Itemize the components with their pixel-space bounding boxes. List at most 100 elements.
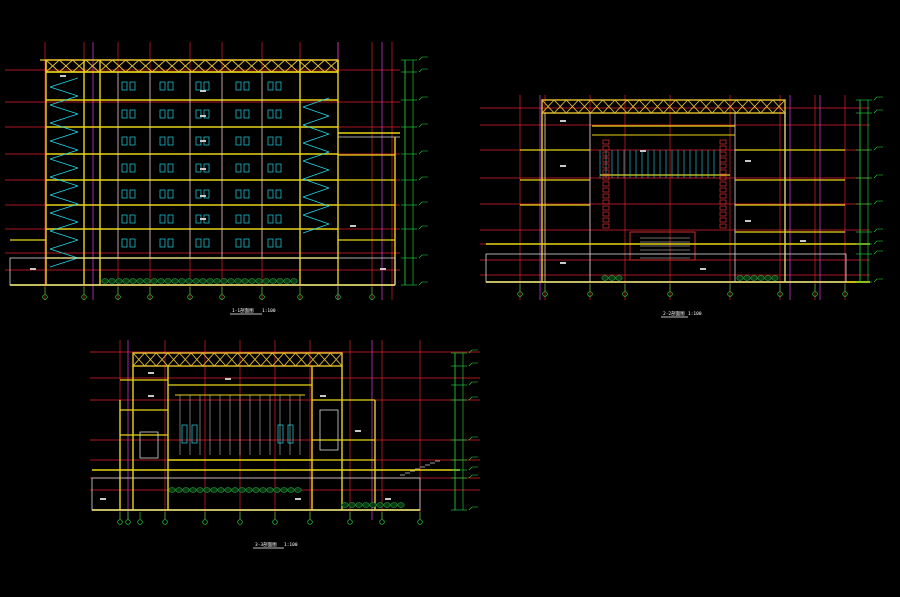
window [159,109,166,119]
window [159,163,166,173]
room-label-mark [560,262,566,264]
axis-bubble [297,294,303,300]
planting-shrub [269,278,277,284]
planting-shrub [213,278,221,284]
window [129,189,136,199]
planting-shrub [397,502,405,508]
planting-shrub [255,278,263,284]
roof-truss-web [202,352,215,367]
window [121,81,128,91]
planting-shrub [376,502,384,508]
stage-tower-lattice [602,187,610,193]
planting-shrub [276,278,284,284]
roof-truss-web [179,352,192,367]
axis-bubble [622,291,628,297]
planting-shrub [294,487,302,493]
room-label-mark [200,90,206,92]
window [167,109,174,119]
stair-flight [302,187,330,198]
stage-tower-lattice [719,223,727,229]
side-room [319,409,339,451]
stage-tower-lattice [719,205,727,211]
planting-shrub [136,278,144,284]
stage-tower-lattice [719,139,727,145]
stage-tower-lattice [719,211,727,217]
window [181,424,188,444]
roof-truss-chord [541,99,786,114]
window [275,136,282,146]
level-marker [873,240,883,245]
stage-tower-lattice [602,139,610,145]
stair-flight [49,248,79,259]
stair-flight [49,113,79,124]
planting-shrub [217,487,225,493]
roof-truss-web [675,99,689,114]
room-label-mark [295,498,301,500]
room-label-mark [200,218,206,220]
window [243,136,250,146]
stair-flight [49,149,79,160]
level-marker [418,201,428,206]
stage-tower-lattice [719,217,727,223]
roof-truss-web [311,59,326,73]
window [235,163,242,173]
room-label-mark [148,372,154,374]
stair-flight [49,77,79,88]
planting-shrub [234,278,242,284]
level-marker [418,225,428,230]
stair-flight [49,221,79,232]
window [121,189,128,199]
roof-truss-web [231,59,246,73]
roof-truss-web [248,352,262,367]
section-1-title: 1-1剖面图 [232,307,254,314]
side-room [139,431,159,459]
roof-truss-web [699,99,713,114]
planting-shrub [757,275,765,281]
window [167,214,174,224]
roof-truss-web [578,99,591,114]
window [203,109,210,119]
planting-shrub [245,487,253,493]
stage-tower-lattice [602,169,610,175]
window [159,81,166,91]
axis-bubble [202,519,208,525]
roof-truss-web [687,99,701,114]
stair-flight [49,140,79,151]
window [243,163,250,173]
stage-tower-lattice [602,217,610,223]
room-label-mark [200,168,206,170]
roof-truss-web [191,59,206,73]
stair-flight [49,104,79,115]
roof-truss-web [213,352,227,367]
roof-truss-web [284,59,299,73]
window [167,163,174,173]
planting-shrub [369,502,377,508]
stair-flight [302,223,330,234]
window [195,189,202,199]
section-2-title-block: 2-2剖面图 1:100 [661,310,702,318]
level-marker [468,381,478,386]
roof-truss-web [45,59,60,73]
level-marker [468,506,478,511]
roof-truss-web [318,352,331,367]
planting-shrub [164,278,172,284]
stair-flight [49,212,79,223]
planting-shrub [129,278,137,284]
level-marker [418,254,428,259]
stair-flight [302,169,330,180]
window [121,163,128,173]
axis-bubble [125,519,131,525]
planting-shrub [750,275,758,281]
stair-flight [49,86,79,97]
window [191,424,198,444]
stage-tower-lattice [719,187,727,193]
axis-bubble [842,291,848,297]
stair-flight [49,167,79,178]
section-2-scale: 1:100 [688,311,702,317]
roof-truss-web [271,352,285,367]
room-label-mark [30,268,36,270]
level-marker [873,278,883,283]
planting-shrub [383,502,391,508]
level-marker [873,109,883,114]
